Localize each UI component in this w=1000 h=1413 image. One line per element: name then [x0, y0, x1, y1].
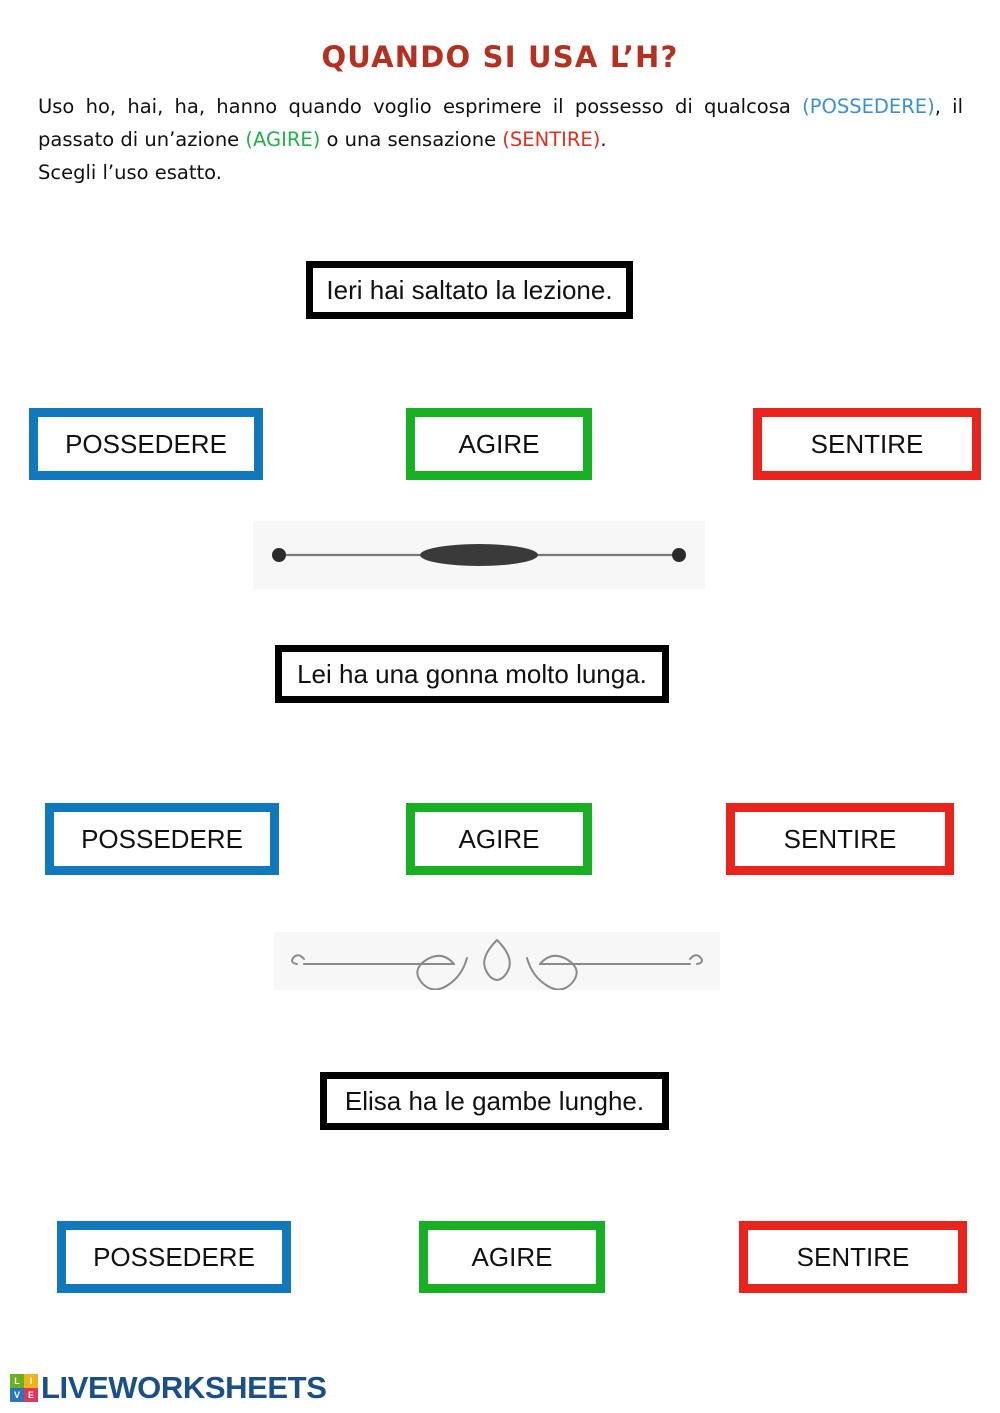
choice-label: AGIRE: [471, 1241, 553, 1272]
instructions-text-part-2: , il passato di un’azione: [38, 95, 964, 151]
choice-label: SENTIRE: [783, 823, 897, 854]
logo-tile-e: E: [24, 1388, 38, 1402]
choice-button-agire[interactable]: AGIRE: [406, 803, 592, 875]
instructions-text-part-1: Uso ho, hai, ha, hanno quando voglio esp…: [38, 95, 803, 118]
choice-button-agire[interactable]: AGIRE: [419, 1221, 605, 1293]
instructions-line-2: Scegli l’uso esatto.: [38, 161, 222, 184]
choice-label: SENTIRE: [796, 1241, 910, 1272]
sentence-text: Lei ha una gonna molto lunga.: [297, 658, 647, 689]
instructions-keyword-agire: (AGIRE): [245, 128, 321, 151]
instructions-paragraph: Uso ho, hai, ha, hanno quando voglio esp…: [38, 90, 963, 189]
choice-label: POSSEDERE: [93, 1241, 255, 1272]
liveworksheets-logo[interactable]: L I V E LIVEWORKSHEETS: [10, 1370, 327, 1406]
divider-line-with-dots-icon: [253, 521, 705, 589]
choice-button-agire[interactable]: AGIRE: [406, 408, 592, 480]
sentence-box: Elisa ha le gambe lunghe.: [320, 1072, 669, 1130]
logo-tile-v: V: [10, 1388, 24, 1402]
instructions-keyword-sentire: (SENTIRE): [502, 128, 601, 151]
choice-button-possedere[interactable]: POSSEDERE: [45, 803, 279, 875]
logo-tile-l: L: [10, 1374, 24, 1388]
sentence-text: Ieri hai saltato la lezione.: [326, 274, 613, 305]
choice-button-sentire[interactable]: SENTIRE: [726, 803, 954, 875]
choice-button-possedere[interactable]: POSSEDERE: [29, 408, 263, 480]
choice-button-sentire[interactable]: SENTIRE: [739, 1221, 967, 1293]
choice-label: AGIRE: [458, 428, 540, 459]
liveworksheets-logo-text: LIVEWORKSHEETS: [41, 1370, 327, 1405]
choice-label: POSSEDERE: [81, 823, 243, 854]
instructions-keyword-possedere: (POSSEDERE): [802, 95, 935, 118]
page-title: QUANDO SI USA L’H?: [321, 40, 679, 74]
sentence-text: Elisa ha le gambe lunghe.: [344, 1085, 645, 1116]
logo-tile-i: I: [24, 1374, 38, 1388]
instructions-text-part-3: o una sensazione: [320, 128, 503, 151]
sentence-box: Lei ha una gonna molto lunga.: [275, 645, 669, 703]
choice-label: POSSEDERE: [65, 428, 227, 459]
instructions-text-part-4: .: [600, 128, 607, 151]
divider-ornamental-flourish-icon: [274, 932, 720, 990]
choice-button-sentire[interactable]: SENTIRE: [753, 408, 981, 480]
liveworksheets-logo-mark-icon: L I V E: [10, 1374, 38, 1402]
choice-label: AGIRE: [458, 823, 540, 854]
choice-label: SENTIRE: [810, 428, 924, 459]
choice-button-possedere[interactable]: POSSEDERE: [57, 1221, 291, 1293]
sentence-box: Ieri hai saltato la lezione.: [306, 261, 633, 319]
